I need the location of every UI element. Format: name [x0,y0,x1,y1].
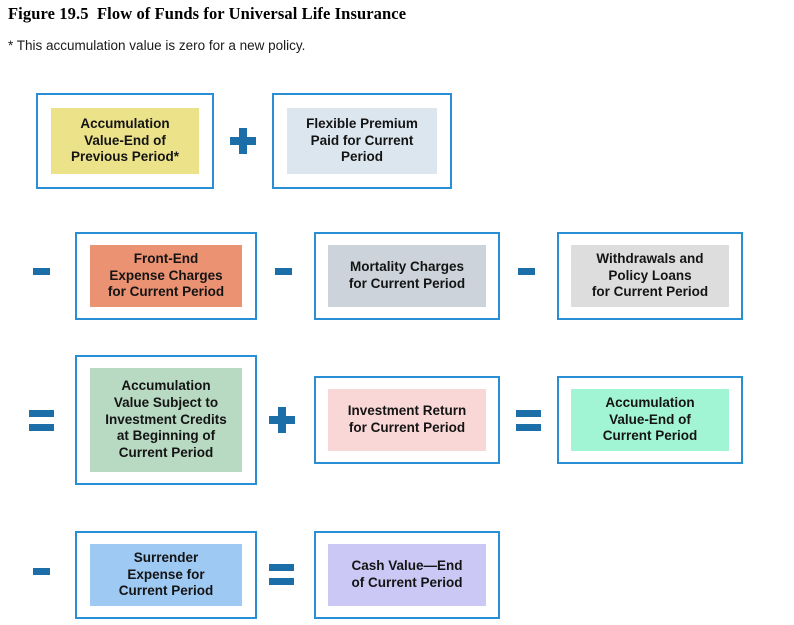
equals-operator [516,410,541,431]
equals-icon [269,564,294,585]
figure-footnote: * This accumulation value is zero for a … [8,38,306,53]
minus-operator [275,268,292,275]
node-front-end-expense-charges: Front-End Expense Charges for Current Pe… [75,232,257,320]
node-fill: Flexible Premium Paid for Current Period [287,108,437,174]
node-fill: Accumulation Value Subject to Investment… [90,368,242,472]
minus-icon [33,568,50,575]
node-label: Mortality Charges for Current Period [348,259,466,291]
minus-icon [518,268,535,275]
plus-operator [269,407,295,433]
minus-icon [33,268,50,275]
node-label: Accumulation Value-End of Previous Perio… [70,115,180,165]
node-fill: Surrender Expense for Current Period [90,544,242,606]
node-label: Surrender Expense for Current Period [118,549,214,599]
node-fill: Accumulation Value-End of Previous Perio… [51,108,199,174]
node-fill: Front-End Expense Charges for Current Pe… [90,245,242,307]
node-accumulation-value-end-current-period: Accumulation Value-End of Current Period [557,376,743,464]
node-label: Investment Return for Current Period [347,403,467,435]
node-fill: Cash Value—End of Current Period [328,544,486,606]
plus-operator [230,128,256,154]
node-fill: Investment Return for Current Period [328,389,486,451]
node-surrender-expense: Surrender Expense for Current Period [75,531,257,619]
node-label: Withdrawals and Policy Loans for Current… [591,250,709,300]
figure-title: Figure 19.5 Flow of Funds for Universal … [8,4,407,23]
node-accumulation-value-subject-to-investment-credits: Accumulation Value Subject to Investment… [75,355,257,485]
node-label: Front-End Expense Charges for Current Pe… [107,250,225,300]
equals-operator [269,564,294,585]
node-accumulation-value-end-previous-period: Accumulation Value-End of Previous Perio… [36,93,214,189]
node-fill: Accumulation Value-End of Current Period [571,389,729,451]
node-investment-return: Investment Return for Current Period [314,376,500,464]
plus-icon [230,128,256,154]
node-mortality-charges: Mortality Charges for Current Period [314,232,500,320]
plus-icon [269,407,295,433]
node-label: Flexible Premium Paid for Current Period [306,115,418,165]
node-fill: Withdrawals and Policy Loans for Current… [571,245,729,307]
minus-operator [33,268,50,275]
node-flexible-premium-paid-current-period: Flexible Premium Paid for Current Period [272,93,452,189]
minus-icon [275,268,292,275]
equals-icon [516,410,541,431]
equals-operator [29,410,54,431]
node-withdrawals-and-policy-loans: Withdrawals and Policy Loans for Current… [557,232,743,320]
minus-operator [518,268,535,275]
node-label: Accumulation Value Subject to Investment… [105,378,227,461]
node-label: Accumulation Value-End of Current Period [602,394,698,444]
minus-operator [33,568,50,575]
node-cash-value-end-current-period: Cash Value—End of Current Period [314,531,500,619]
node-fill: Mortality Charges for Current Period [328,245,486,307]
node-label: Cash Value—End of Current Period [351,558,463,590]
equals-icon [29,410,54,431]
